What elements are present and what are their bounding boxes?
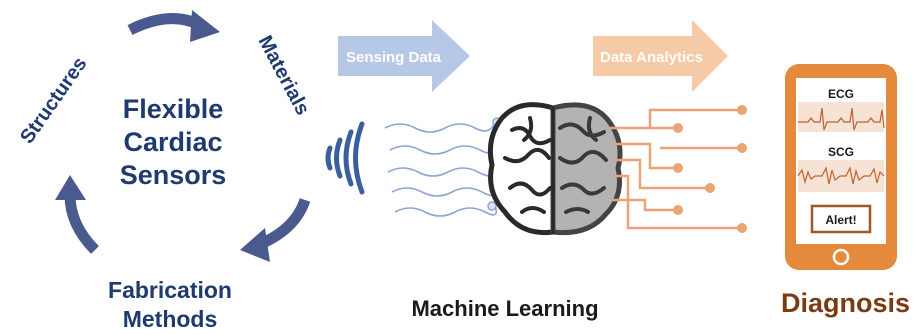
smartphone: ECG SCG Alert!: [785, 64, 897, 270]
neural-output-network: [610, 108, 742, 230]
output-nodes: [673, 105, 747, 233]
materials-label: Materials: [254, 32, 314, 119]
scg-label: SCG: [828, 145, 854, 159]
center-title-line: Cardiac: [123, 127, 223, 157]
wireless-signal-icon: [325, 121, 365, 195]
cycle-arrow-top: [127, 10, 220, 42]
data-analytics-label: Data Analytics: [600, 49, 703, 66]
alert-label: Alert!: [825, 213, 856, 227]
neural-input-lines: [384, 121, 498, 217]
data-analytics-arrow: Data Analytics: [593, 20, 728, 92]
sensing-data-arrow: Sensing Data: [338, 20, 470, 92]
sensing-data-label: Sensing Data: [346, 49, 442, 66]
diagnosis-label: Diagnosis: [780, 288, 911, 318]
ecg-waveform: [798, 107, 885, 131]
cycle-arrow-right: [240, 198, 311, 262]
ecg-label: ECG: [828, 87, 854, 101]
fabrication-line: Fabrication: [108, 277, 232, 303]
center-title: Flexible Cardiac Sensors: [88, 93, 258, 192]
center-title-line: Sensors: [119, 160, 227, 190]
center-title-line: Flexible: [122, 94, 224, 124]
cycle-arrow-left: [55, 175, 99, 254]
brain-icon: [487, 102, 623, 236]
scg-waveform: [797, 166, 885, 185]
structures-label: Structures: [16, 53, 91, 148]
alert-box: [810, 204, 872, 234]
fabrication-line: Methods: [122, 306, 218, 332]
fabrication-methods-label: Fabrication Methods: [90, 276, 250, 334]
machine-learning-label: Machine Learning: [411, 296, 599, 321]
